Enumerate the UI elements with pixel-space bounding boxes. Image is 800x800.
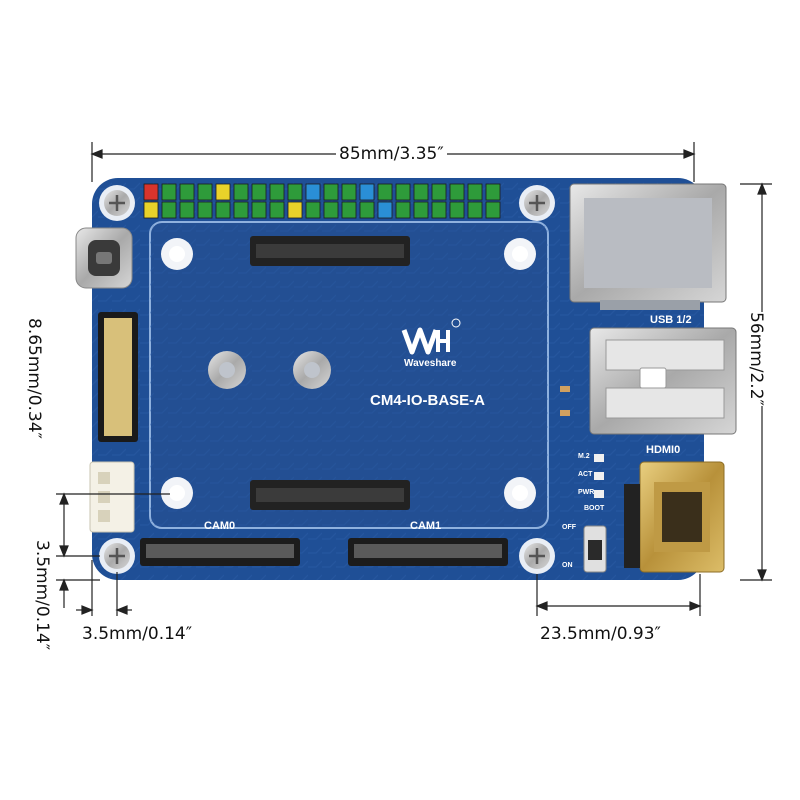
gpio-pin — [161, 201, 177, 219]
gpio-pin — [341, 183, 357, 201]
gpio-pin — [467, 183, 483, 201]
height-dimension-label: 56mm/2.2″ — [746, 312, 766, 406]
hdmi-label: HDMI0 — [646, 444, 681, 456]
fan-header — [89, 461, 135, 533]
switch-off-label: OFF — [562, 524, 576, 531]
gpio-pin — [143, 183, 159, 201]
pcb-board — [92, 178, 704, 580]
gpio-pin — [197, 183, 213, 201]
gpio-pin — [233, 201, 249, 219]
gpio-pin — [323, 183, 339, 201]
gpio-pin — [485, 201, 501, 219]
status-leds — [560, 386, 604, 498]
hole-left-dimension-label: 3.5mm/0.14″ — [82, 624, 193, 644]
gpio-pin — [359, 183, 375, 201]
gpio-pin — [395, 183, 411, 201]
screw-top-left — [99, 185, 135, 221]
screw-bottom-right — [519, 538, 555, 574]
led-label-pwr: PWR — [578, 489, 595, 496]
gpio-header — [143, 183, 501, 219]
board-model-label: CM4-IO-BASE-A — [370, 392, 485, 409]
gpio-pin — [431, 183, 447, 201]
usb-label: USB 1/2 — [650, 314, 692, 326]
hole-bottom-dimension-label: 3.5mm/0.14″ — [32, 540, 52, 651]
gpio-pin — [413, 201, 429, 219]
gpio-pin — [179, 201, 195, 219]
hole-to-header-dimension-label: 8.65mm/0.34″ — [24, 318, 44, 439]
hdmi-offset-dimension-label: 23.5mm/0.93″ — [540, 624, 661, 644]
gpio-pin — [143, 201, 159, 219]
led-label-act: ACT — [578, 471, 593, 478]
ethernet-port — [569, 183, 727, 310]
gpio-pin — [251, 183, 267, 201]
screw-top-right — [519, 185, 555, 221]
display-fpc-connector — [98, 312, 138, 442]
gpio-pin — [179, 183, 195, 201]
gpio-pin — [197, 201, 213, 219]
gpio-pin — [377, 201, 393, 219]
gpio-pin — [305, 201, 321, 219]
hdmi-port — [639, 461, 725, 573]
gpio-pin — [161, 183, 177, 201]
cam0-label: CAM0 — [204, 520, 236, 532]
gpio-pin — [341, 201, 357, 219]
led-label-m2: M.2 — [578, 453, 590, 460]
cm4-mount-holes — [161, 238, 536, 509]
cam1-label: CAM1 — [410, 520, 442, 532]
gpio-pin — [431, 201, 447, 219]
gpio-pin — [449, 201, 465, 219]
hdmi-fpc-connector — [624, 484, 640, 568]
cam1-connector — [348, 538, 508, 566]
gpio-pin — [467, 201, 483, 219]
gpio-pin — [233, 183, 249, 201]
gpio-pin — [269, 183, 285, 201]
gpio-pin — [215, 183, 231, 201]
gpio-pin — [287, 183, 303, 201]
usb-c-port — [75, 227, 133, 289]
switch-on-label: ON — [562, 562, 573, 569]
gpio-pin — [395, 201, 411, 219]
m2-standoffs — [208, 351, 331, 389]
cam0-connector — [140, 538, 300, 566]
gpio-pin — [269, 201, 285, 219]
cm4-connector-bottom — [250, 480, 410, 510]
boot-switch — [583, 525, 607, 573]
gpio-pin — [287, 201, 303, 219]
gpio-pin — [377, 183, 393, 201]
gpio-pin — [215, 201, 231, 219]
gpio-pin — [413, 183, 429, 201]
dimension-lines — [56, 142, 772, 616]
board-brand-label: Waveshare — [404, 358, 457, 369]
gpio-pin — [449, 183, 465, 201]
screw-bottom-left — [99, 538, 135, 574]
gpio-pin — [485, 183, 501, 201]
cm4-connector-top — [250, 236, 410, 266]
width-dimension-label: 85mm/3.35″ — [336, 144, 447, 164]
usb-a-dual-port — [589, 327, 737, 435]
gpio-pin — [305, 183, 321, 201]
gpio-pin — [251, 201, 267, 219]
gpio-pin — [323, 201, 339, 219]
boot-label: BOOT — [584, 505, 605, 512]
waveshare-logo-icon — [401, 318, 461, 355]
gpio-pin — [359, 201, 375, 219]
